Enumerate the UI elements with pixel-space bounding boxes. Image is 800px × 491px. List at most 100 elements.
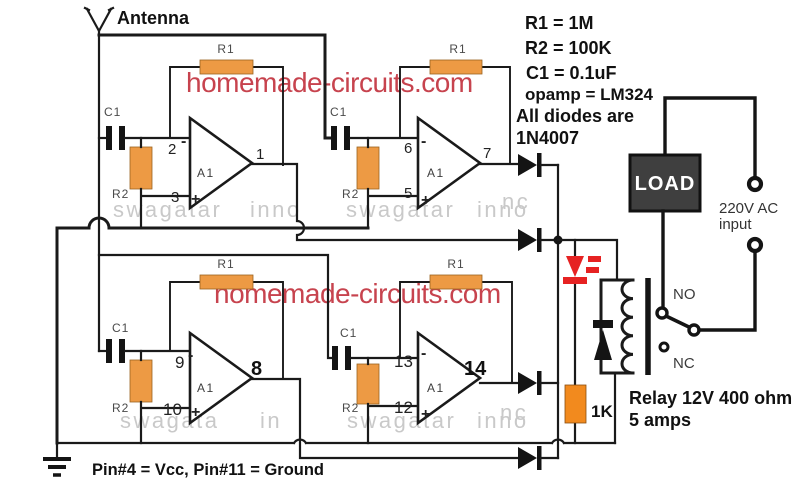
plus-sign: + — [421, 192, 430, 209]
watermark-text: nc — [502, 189, 530, 214]
resistor-r1-4 — [429, 274, 483, 290]
watermark-text: inno — [250, 197, 302, 222]
load-label: LOAD — [635, 173, 696, 195]
stage2-feedback-wire — [399, 66, 511, 165]
relay-no-terminal — [655, 306, 669, 320]
resistor-label: R1 — [217, 42, 234, 56]
watermark-text: swagatar — [346, 197, 455, 222]
resistor-label: R2 — [342, 401, 359, 415]
resistor-label: R1 — [447, 257, 464, 271]
diode-d4 — [518, 446, 542, 470]
opamp-3-pin-out: 8 — [251, 358, 262, 380]
capacitor-c1-1 — [106, 126, 125, 150]
ac-terminal-top — [746, 175, 764, 193]
minus-sign: - — [421, 345, 426, 362]
opamp-1-pin-noninverting: 3 — [171, 189, 179, 206]
stage3-output-wire — [250, 377, 520, 460]
stage1-feedback-wire — [169, 66, 284, 166]
relay-pole-lever — [665, 314, 692, 330]
plus-sign: + — [421, 406, 430, 423]
opamp-3-triangle — [188, 330, 255, 426]
diode-d1 — [518, 153, 542, 177]
note-opamp: opamp = LM324 — [525, 85, 654, 104]
watermark-row-2: swagata in swagatar inno nc — [120, 400, 529, 433]
watermark-row-1: swagatar inno swagatar inno nc — [113, 189, 530, 222]
watermark-text: swagatar — [113, 197, 222, 222]
stage1-output-wire — [250, 162, 520, 242]
ac-input-label-line1: 220V AC — [719, 200, 778, 217]
diode-d3 — [518, 371, 542, 395]
relay-no-label: NO — [673, 286, 696, 303]
resistor-label: R1 — [217, 257, 234, 271]
antenna-icon — [83, 6, 115, 34]
component-notes: R1 = 1M R2 = 100K C1 = 0.1uF opamp = LM3… — [516, 13, 654, 148]
freewheel-diode — [593, 320, 613, 360]
opamp-3-pin-noninverting: 10 — [163, 400, 182, 419]
opamp-4-pin-inverting: 13 — [394, 352, 413, 371]
minus-sign: - — [188, 347, 193, 364]
upper-ground-line — [55, 216, 370, 230]
note-c1: C1 = 0.1uF — [526, 63, 617, 83]
resistor-label: R2 — [112, 401, 129, 415]
mains-switch-wire — [697, 250, 757, 332]
capacitor-label: C1 — [340, 326, 357, 340]
resistor-r1-2 — [429, 59, 483, 75]
stage4-feedback-wire — [399, 281, 513, 384]
capacitor-label: C1 — [112, 321, 129, 335]
opamp-1-label: A1 — [197, 166, 215, 180]
relay-feed-wire — [556, 238, 619, 282]
led-ray-icon — [588, 256, 601, 262]
opamp-1-triangle — [188, 115, 255, 211]
load-box — [628, 153, 702, 213]
plus-sign: + — [191, 404, 200, 421]
resistor-r2-2 — [356, 146, 380, 190]
minus-sign: - — [181, 133, 186, 150]
watermark-text: swagatar — [347, 408, 456, 433]
opamp-2-triangle — [416, 115, 483, 211]
led-ray-icon — [586, 267, 599, 273]
capacitor-c1-2 — [331, 126, 350, 150]
capacitor-c1-4 — [332, 346, 351, 370]
load-top-wire — [663, 96, 757, 179]
opamp-2-pin-inverting: 6 — [404, 140, 412, 157]
opamp-4-pin-out: 14 — [464, 358, 487, 380]
resistor-r2-4 — [356, 363, 380, 405]
pin-supply-note: Pin#4 = Vcc, Pin#11 = Ground — [92, 461, 324, 479]
note-diodes-1: All diodes are — [516, 106, 634, 126]
opamp-2-label: A1 — [427, 166, 445, 180]
relay-nc-terminal — [658, 341, 670, 353]
relay-nc-label: NC — [673, 355, 695, 372]
opamp-2-pin-out: 7 — [483, 145, 491, 162]
stage4-r2-wires — [366, 356, 420, 445]
opamp-4-triangle — [416, 330, 483, 426]
opamp-3-label: A1 — [197, 381, 215, 395]
ac-terminal-bottom — [746, 236, 764, 254]
opamp-4-pin-noninverting: 12 — [394, 398, 413, 417]
watermark-text: inno — [477, 197, 529, 222]
resistor-r1-1 — [199, 59, 254, 75]
ac-input-label-line2: input — [719, 216, 752, 233]
resistor-r2-1 — [129, 146, 153, 190]
stage1-r2-wires — [139, 136, 192, 230]
watermark-text: in — [260, 408, 282, 433]
capacitor-c1-3 — [106, 339, 125, 363]
resistor-r1-3 — [199, 274, 254, 290]
opamp-1-pin-out: 1 — [256, 146, 264, 163]
note-diodes-2: 1N4007 — [516, 128, 579, 148]
stage2-r2-wires — [366, 136, 420, 230]
watermark-text: nc — [500, 400, 528, 425]
diode-d2 — [518, 228, 542, 252]
antenna-label: Antenna — [117, 8, 190, 28]
relay-spec-line1: Relay 12V 400 ohm — [629, 388, 792, 408]
led — [563, 256, 601, 284]
watermark-text: inno — [477, 408, 529, 433]
resistor-1k — [564, 384, 587, 424]
resistor-1k-label: 1K — [591, 402, 613, 421]
opamp-2-pin-noninverting: 5 — [404, 185, 412, 202]
feed-to-stage4-wire — [97, 253, 334, 360]
feed-to-stage2-wire — [323, 33, 333, 140]
opamp-4-label: A1 — [427, 381, 445, 395]
stage3-r2-wires — [139, 349, 192, 445]
